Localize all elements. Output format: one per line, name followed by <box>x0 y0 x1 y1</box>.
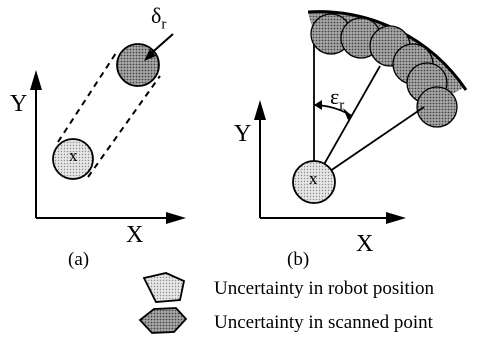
panel-b-scanned-point-circles <box>310 13 458 128</box>
panel-a-delta-label: δr <box>151 5 166 32</box>
panel-a-y-arrowhead <box>30 70 42 90</box>
epsilon-subscript: r <box>339 97 345 114</box>
epsilon-symbol: ε <box>330 84 340 109</box>
panel-a-robot-marker: x <box>69 146 78 165</box>
delta-subscript: r <box>161 16 167 33</box>
panel-a <box>30 33 186 224</box>
panel-b-right-radius <box>313 106 425 183</box>
panel-b-x-arrowhead <box>386 212 406 224</box>
legend-robot-position-label: Uncertainty in robot position <box>214 278 435 299</box>
panel-b-y-arrowhead <box>254 100 266 120</box>
panel-b-epsilon-arrowhead-right <box>343 108 352 120</box>
panel-b <box>254 10 468 224</box>
panel-b-robot-position-circle <box>292 160 336 204</box>
panel-b-x-axis-label: X <box>356 231 374 257</box>
panel-a-robot-position-circle <box>52 138 94 180</box>
panel-a-caption: (a) <box>68 249 90 270</box>
panel-a-x-axis-label: X <box>126 222 144 248</box>
legend-scanned-point-label: Uncertainty in scanned point <box>214 312 433 333</box>
panel-a-y-axis-label: Y <box>10 91 28 117</box>
panel-b-scan-circle <box>416 86 458 128</box>
panel-a-x-arrowhead <box>166 212 186 224</box>
panel-b-center-radius <box>313 65 381 183</box>
panel-a-delta-arrowhead <box>144 49 156 61</box>
panel-b-y-axis-label: Y <box>234 121 252 147</box>
legend-robot-position-swatch <box>142 272 186 303</box>
panel-b-epsilon-arrowhead-left <box>314 100 322 110</box>
panel-b-caption: (b) <box>287 249 310 270</box>
panel-b-robot-marker: x <box>309 169 318 188</box>
delta-symbol: δ <box>151 3 162 28</box>
panel-a-scanned-point-circle <box>116 43 160 87</box>
panel-a-dashed-tangent-lower <box>87 75 161 178</box>
panel-b-epsilon-label: εr <box>330 86 344 113</box>
panel-a-dashed-tangent-upper <box>57 52 117 143</box>
legend-scanned-point-swatch <box>138 307 188 334</box>
